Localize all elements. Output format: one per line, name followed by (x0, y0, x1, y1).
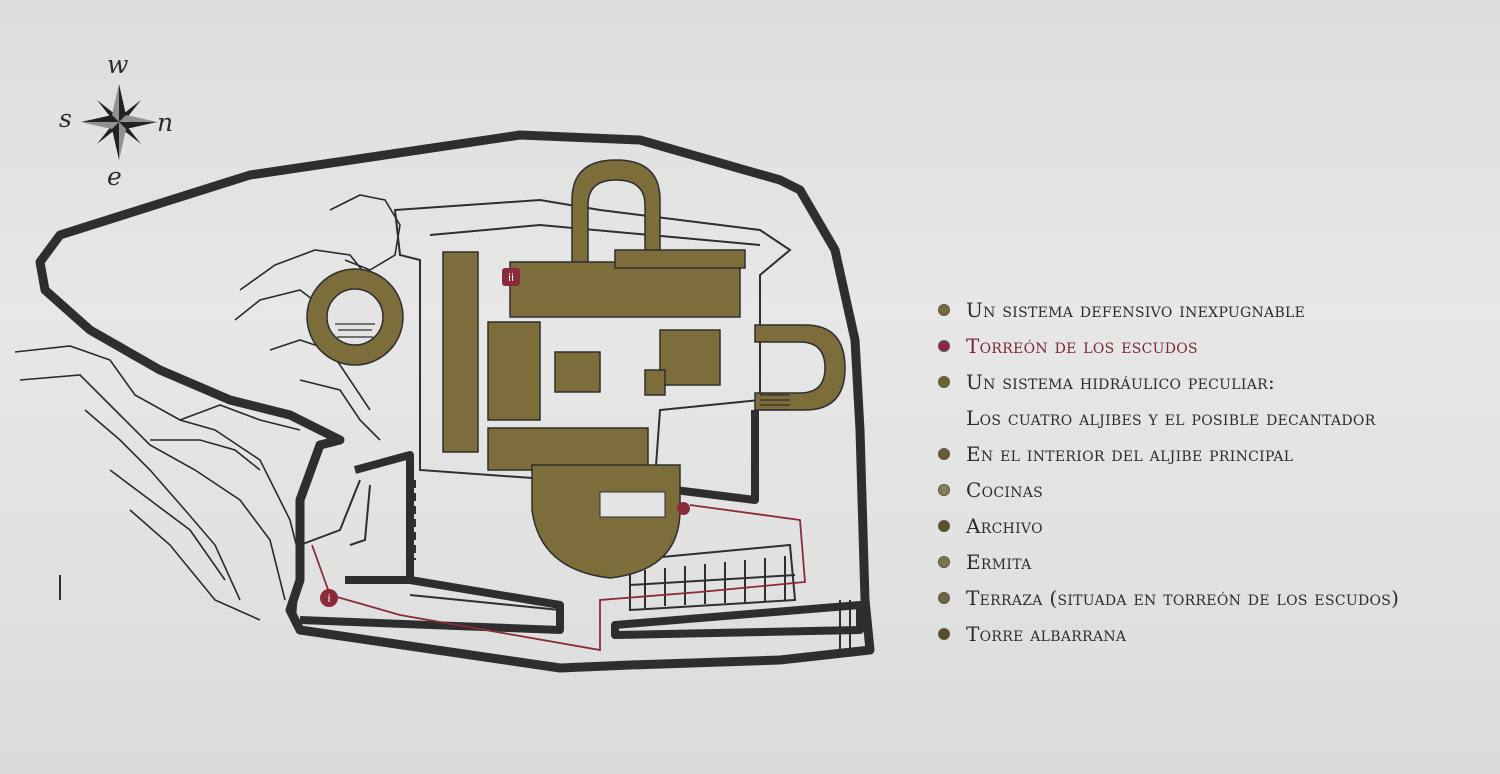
legend-item: Torreón de los escudos (930, 328, 1495, 364)
compass-n: n (157, 108, 174, 137)
legend-label: Torreón de los escudos (966, 334, 1198, 358)
legend-label: Torre albarrana (966, 622, 1127, 646)
legend-dot-icon (938, 520, 950, 532)
escudos-marker (677, 502, 690, 515)
legend-item: Terraza (situada en torreón de los escud… (930, 580, 1495, 616)
compass-e: e (107, 162, 122, 191)
legend-label: Archivo (966, 514, 1043, 538)
outer-wall (35, 130, 875, 673)
toilets-marker-label: ii (507, 270, 515, 284)
info-marker-label: i (327, 591, 331, 605)
compass-s: s (59, 104, 72, 133)
legend-item: Un sistema hidráulico peculiar: (930, 364, 1495, 400)
legend-item: Torre albarrana (930, 616, 1495, 652)
compass-star-icon (81, 84, 157, 160)
legend-dot-icon (938, 448, 950, 460)
legend-dot-icon (938, 304, 950, 316)
legend-label: Terraza (situada en torreón de los escud… (966, 586, 1400, 610)
legend-dot-icon (938, 592, 950, 604)
compass-w: w (107, 50, 129, 79)
compass-rose: w s n e (55, 50, 185, 191)
inner-walls (299, 410, 864, 639)
legend-item: Un sistema defensivo inexpugnable (930, 292, 1495, 328)
legend-label: Cocinas (966, 478, 1044, 502)
legend-dot-icon (938, 484, 950, 496)
legend-dot-icon (938, 556, 950, 568)
legend-item: En el interior del aljibe principal (930, 436, 1495, 472)
visitor-route (311, 504, 806, 652)
legend-label: Ermita (966, 550, 1032, 574)
legend-label: Los cuatro aljibes y el posible decantad… (966, 406, 1376, 430)
info-marker: i (320, 589, 338, 607)
terrain-outline (14, 194, 401, 621)
legend-label: En el interior del aljibe principal (966, 442, 1294, 466)
legend-item: Archivo (930, 508, 1495, 544)
legend-item: Los cuatro aljibes y el posible decantad… (930, 400, 1495, 436)
legend-dot-icon (938, 628, 950, 640)
legend-item: Cocinas (930, 472, 1495, 508)
legend-label: Un sistema hidráulico peculiar: (966, 370, 1275, 394)
legend-dot-icon (938, 340, 950, 352)
legend-label: Un sistema defensivo inexpugnable (966, 298, 1306, 322)
legend-item: Ermita (930, 544, 1495, 580)
legend-dot-icon (938, 376, 950, 388)
buildings (306, 159, 846, 579)
toilets-marker: ii (502, 268, 520, 286)
